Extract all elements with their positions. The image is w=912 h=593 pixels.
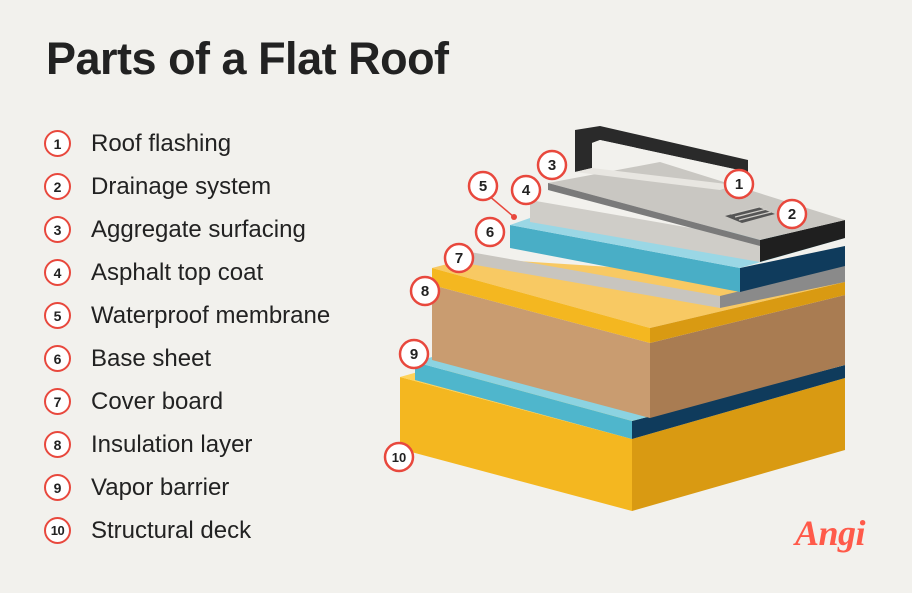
number-badge: 9: [44, 474, 71, 501]
legend-label: Asphalt top coat: [91, 258, 264, 286]
callout-3: 3: [536, 149, 568, 181]
legend-label: Aggregate surfacing: [91, 215, 306, 243]
base-sheet-layer: [470, 252, 845, 308]
callout-1: 1: [723, 168, 755, 200]
insulation-layer: [432, 285, 845, 418]
callout-9-number: 9: [410, 346, 418, 363]
callout-6: 6: [474, 216, 506, 248]
callout-2: 2: [776, 198, 808, 230]
callout-10-number: 10: [392, 450, 406, 465]
callout-10: 10: [383, 441, 415, 473]
number-badge: 10: [44, 517, 71, 544]
legend-label: Vapor barrier: [91, 473, 230, 501]
aggregate-surfacing-layer: [548, 162, 845, 246]
legend-label: Waterproof membrane: [91, 301, 331, 329]
asphalt-top-coat-layer: [530, 200, 845, 262]
callout-6-number: 6: [486, 224, 494, 241]
callout-leader: [487, 194, 515, 218]
callout-7-number: 7: [455, 250, 463, 267]
legend-item: 10 Structural deck: [44, 509, 330, 552]
drain-grate-icon: [725, 205, 775, 223]
number-badge: 4: [44, 259, 71, 286]
callout-2-number: 2: [788, 206, 796, 223]
callout-5-number: 5: [479, 178, 487, 195]
legend-label: Insulation layer: [91, 430, 253, 458]
legend-label: Structural deck: [91, 516, 252, 544]
legend-label: Base sheet: [91, 344, 212, 372]
legend-item: 2 Drainage system: [44, 165, 330, 208]
legend-list: 1 Roof flashing 2 Drainage system 3 Aggrega…: [44, 122, 330, 552]
callout-5: 5: [467, 170, 499, 202]
legend-item: 1 Roof flashing: [44, 122, 330, 165]
callout-8-number: 8: [421, 283, 429, 300]
number-badge: 5: [44, 302, 71, 329]
number-badge: 7: [44, 388, 71, 415]
legend-item: 5 Waterproof membrane: [44, 294, 330, 337]
callout-1-number: 1: [735, 176, 743, 193]
legend-item: 6 Base sheet: [44, 337, 330, 380]
angi-logo: Angi: [795, 513, 866, 553]
legend-item: 7 Cover board: [44, 380, 330, 423]
callout-4: 4: [510, 174, 542, 206]
number-badge: 1: [44, 130, 71, 157]
number-badge: 8: [44, 431, 71, 458]
callout-7: 7: [443, 242, 475, 274]
legend-item: 8 Insulation layer: [44, 423, 330, 466]
number-badge: 6: [44, 345, 71, 372]
legend-label: Drainage system: [91, 172, 272, 200]
number-badge: 3: [44, 216, 71, 243]
legend-item: 3 Aggregate surfacing: [44, 208, 330, 251]
callout-dot: [511, 214, 517, 220]
callout-8: 8: [409, 275, 441, 307]
callout-4-number: 4: [522, 182, 531, 199]
callout-9: 9: [398, 338, 430, 370]
number-badge: 2: [44, 173, 71, 200]
page-title: Parts of a Flat Roof: [46, 33, 449, 84]
callout-3-number: 3: [548, 157, 556, 174]
legend-item: 4 Asphalt top coat: [44, 251, 330, 294]
legend-label: Cover board: [91, 387, 224, 415]
legend-label: Roof flashing: [91, 129, 232, 157]
legend-item: 9 Vapor barrier: [44, 466, 330, 509]
roof-flashing: [575, 126, 748, 190]
